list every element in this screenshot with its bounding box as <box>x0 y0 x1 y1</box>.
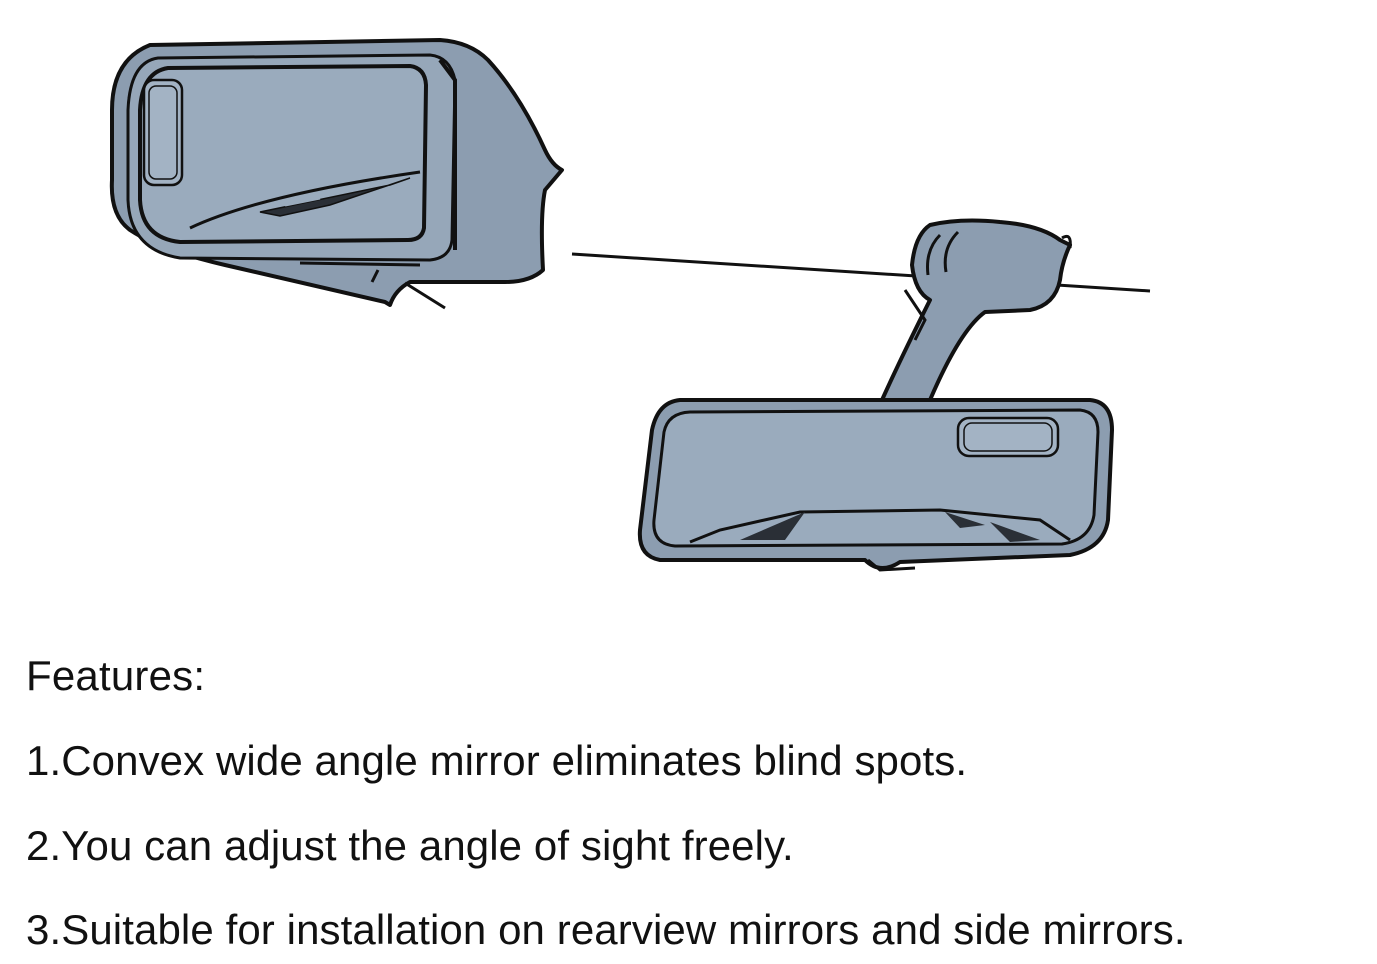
features-section: Features: 1.Convex wide angle mirror eli… <box>26 655 1366 951</box>
feature-item-2: 2.You can adjust the angle of sight free… <box>26 822 794 869</box>
feature-item-3: 3.Suitable for installation on rearview … <box>26 906 1186 953</box>
feature-item-1: 1.Convex wide angle mirror eliminates bl… <box>26 737 968 784</box>
features-heading: Features: <box>26 652 206 699</box>
rearview-mirror-icon <box>637 218 1114 572</box>
mirror-illustration <box>109 38 1151 572</box>
blind-spot-mirror-icon <box>142 78 184 187</box>
side-mirror-icon <box>109 38 564 310</box>
feature-list: 1.Convex wide angle mirror eliminates bl… <box>26 740 1366 951</box>
